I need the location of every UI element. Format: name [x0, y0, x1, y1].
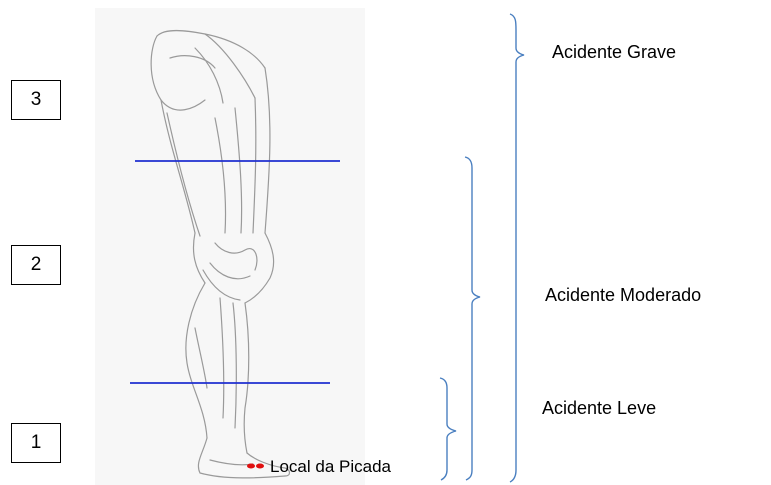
label-acidente-grave: Acidente Grave: [552, 42, 676, 63]
bite-marker: [247, 464, 264, 469]
leve-bracket: [440, 378, 456, 480]
label-acidente-moderado: Acidente Moderado: [545, 285, 701, 306]
moderado-bracket: [465, 157, 480, 480]
grave-bracket: [510, 14, 524, 482]
label-acidente-leve: Acidente Leve: [542, 398, 656, 419]
label-local-da-picada: Local da Picada: [270, 457, 391, 477]
